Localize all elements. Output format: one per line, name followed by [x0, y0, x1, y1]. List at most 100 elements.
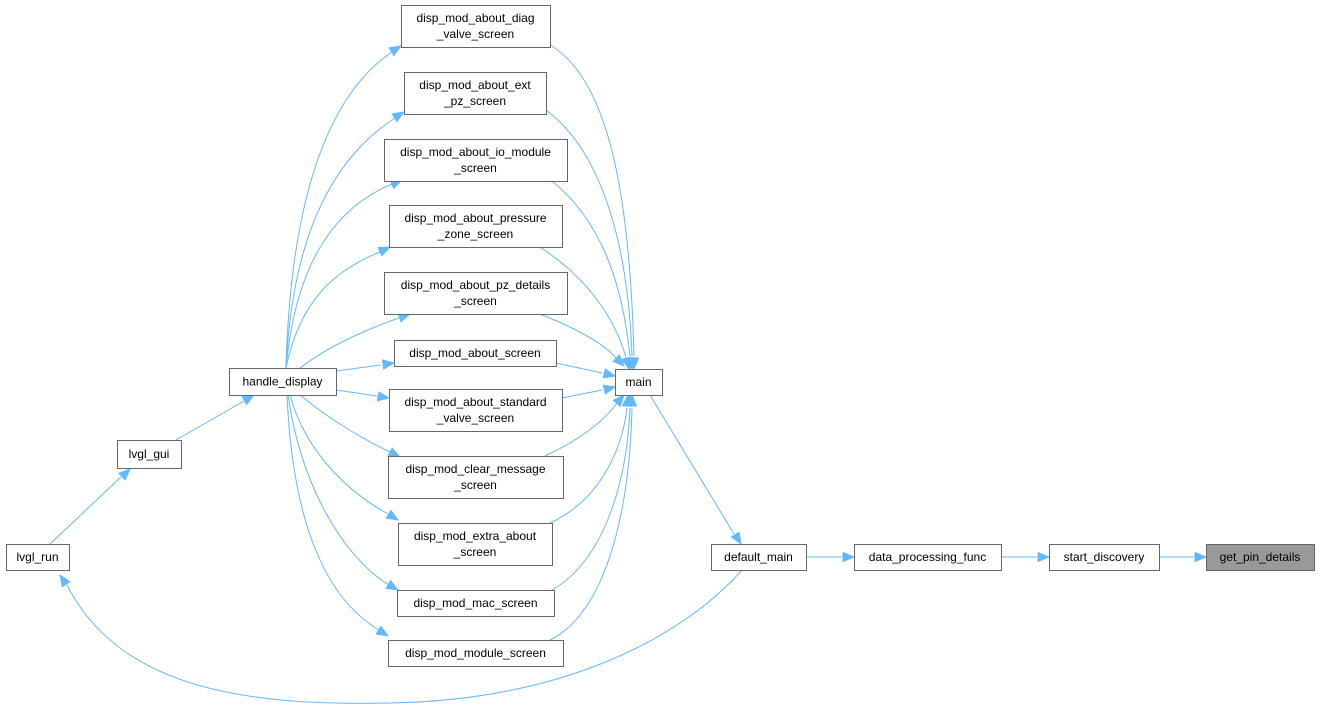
node-label: _zone_screen: [437, 227, 513, 241]
edge-line: [335, 389, 378, 397]
edge-line: [539, 313, 617, 359]
node-start-discovery[interactable]: start_discovery: [1049, 544, 1160, 571]
edge-line: [285, 183, 393, 369]
nodes-layer: get_pin_details start_discovery data_proce…: [6, 5, 1315, 667]
edge-handle_display-to-diag_valve: [285, 45, 403, 369]
node-label: lvgl_gui: [129, 447, 170, 461]
edge-handle_display-to-standard_valve: [335, 389, 391, 402]
arrowhead: [377, 246, 392, 257]
edge-lvgl_gui-to-handle_display: [175, 394, 256, 441]
node-box: [229, 368, 337, 396]
node-pz-details[interactable]: disp_mod_about_pz_details_screen: [384, 272, 568, 315]
edge-pressure_zone-to-main: [539, 246, 632, 371]
node-get-pin-details[interactable]: get_pin_details: [1206, 544, 1315, 571]
node-label: disp_mod_extra_about: [414, 529, 537, 543]
arrowhead: [385, 509, 400, 521]
edge-mac_screen-to-main: [551, 393, 636, 591]
edge-clear_message-to-main: [544, 394, 625, 457]
edge-line: [299, 394, 391, 453]
arrowhead: [118, 468, 131, 481]
node-box: [6, 544, 70, 571]
node-mac-screen[interactable]: disp_mod_mac_screen: [397, 590, 555, 617]
arrowhead: [385, 579, 400, 591]
node-main[interactable]: main: [615, 369, 663, 396]
edge-line: [545, 109, 633, 357]
node-diag-valve[interactable]: disp_mod_about_diag_valve_screen: [401, 5, 551, 48]
node-box: [388, 640, 564, 667]
edge-module_screen-to-main: [549, 393, 638, 641]
node-box: [117, 440, 182, 469]
arrowhead: [387, 447, 402, 458]
arrowhead: [730, 531, 742, 546]
node-lvgl-gui[interactable]: lvgl_gui: [117, 440, 182, 469]
node-label: _pz_screen: [443, 94, 506, 108]
edge-line: [285, 51, 393, 369]
arrowhead: [381, 359, 396, 370]
node-io-module[interactable]: disp_mod_about_io_module _screen: [384, 139, 568, 182]
node-label: _screen: [453, 478, 497, 492]
edge-line: [549, 407, 628, 524]
node-data-processing-func[interactable]: data_processing_func: [854, 544, 1002, 571]
arrowhead: [1037, 551, 1051, 563]
edge-lvgl_run-to-lvgl_gui: [49, 468, 131, 545]
node-label: disp_mod_about_pressure: [404, 211, 546, 225]
node-label: _valve_screen: [436, 411, 514, 425]
node-box: [389, 389, 563, 432]
node-box: [397, 590, 555, 617]
edge-line: [289, 394, 389, 515]
edge-handle_display-to-mac_screen: [287, 394, 400, 591]
arrowhead: [59, 573, 71, 588]
node-pressure-zone[interactable]: disp_mod_about_pressure _zone_screen: [389, 205, 563, 248]
edge-handle_display-to-module_screen: [286, 394, 390, 637]
edge-data_processing_func-to-start_discovery: [1001, 551, 1051, 563]
node-lvgl-run[interactable]: lvgl_run: [6, 544, 70, 571]
node-label: default_main: [724, 550, 793, 564]
edge-about_screen-to-main: [555, 362, 617, 379]
node-standard-valve[interactable]: disp_mod_about_standard _valve_screen: [389, 389, 563, 432]
edge-handle_display-to-io_module: [285, 179, 404, 369]
edge-pz_details-to-main: [539, 313, 625, 367]
edge-line: [549, 407, 633, 641]
node-handle-display[interactable]: handle_display: [229, 368, 337, 396]
node-label: main: [625, 375, 651, 389]
edge-line: [286, 394, 380, 631]
node-label: disp_mod_about_standard: [404, 395, 546, 409]
node-label: disp_mod_about_io_module: [400, 145, 551, 159]
node-box: [854, 544, 1002, 571]
arrowhead: [376, 391, 391, 402]
node-box: [1049, 544, 1160, 571]
node-module-screen[interactable]: disp_mod_module_screen: [388, 640, 564, 667]
arrowhead: [842, 551, 856, 563]
arrowhead: [612, 354, 625, 367]
node-label: _screen: [453, 161, 497, 175]
edge-line: [551, 407, 631, 591]
node-default-main[interactable]: default_main: [711, 544, 807, 571]
edge-default_main-to-lvgl_run: [59, 569, 743, 704]
edge-line: [649, 394, 735, 535]
node-ext-pz[interactable]: disp_mod_about_ext_pz_screen: [404, 72, 547, 115]
node-about-screen[interactable]: disp_mod_about_screen: [394, 340, 557, 367]
edge-handle_display-to-pressure_zone: [285, 246, 392, 369]
node-label: disp_mod_about_pz_details: [401, 278, 550, 292]
edge-line: [287, 394, 390, 586]
node-label: lvgl_run: [16, 550, 58, 564]
edge-line: [335, 364, 382, 372]
node-box: [398, 523, 553, 566]
edge-handle_display-to-ext_pz: [285, 111, 406, 369]
arrowhead: [602, 368, 617, 379]
edge-line: [66, 569, 743, 704]
node-clear-message[interactable]: disp_mod_clear_message_screen: [388, 456, 564, 499]
edge-default_main-to-data_processing_func: [806, 551, 856, 563]
node-extra-about[interactable]: disp_mod_extra_about_screen: [398, 523, 553, 566]
edge-line: [285, 117, 396, 369]
node-label: disp_mod_module_screen: [405, 646, 546, 660]
node-box: [394, 340, 557, 367]
node-label: start_discovery: [1064, 550, 1145, 564]
edge-line: [175, 400, 245, 441]
node-label: get_pin_details: [1220, 550, 1301, 564]
arrowhead: [626, 393, 638, 407]
arrowhead: [241, 394, 256, 406]
node-box: [1206, 544, 1315, 571]
edge-handle_display-to-extra_about: [289, 394, 400, 521]
